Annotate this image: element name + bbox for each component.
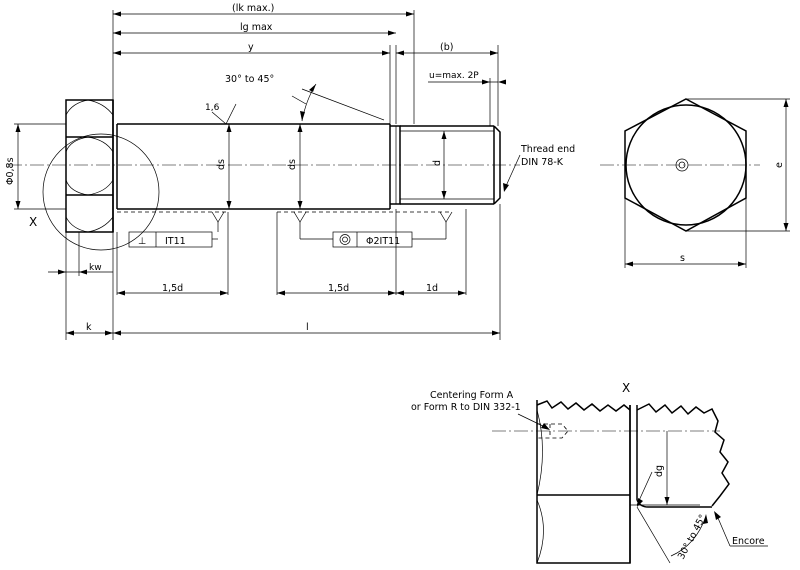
ds-label-2: ds	[287, 159, 298, 170]
s-label: s	[680, 253, 685, 264]
angle-bottom-label: 30° to 45°	[676, 513, 709, 562]
detail-x-label: X	[29, 215, 37, 229]
angle-top-label: 30° to 45°	[225, 74, 274, 85]
dim-15d-b-label: 1,5d	[328, 283, 349, 294]
kw-label: kw	[89, 263, 102, 273]
bolt-head	[65, 99, 118, 233]
d-label: d	[432, 160, 443, 166]
u-label: u=max. 2P	[429, 71, 479, 81]
thread-end-label-1: Thread end	[520, 144, 575, 155]
lg-max-label: lg max	[240, 22, 273, 33]
dim-1d-label: 1d	[426, 283, 438, 294]
centering-label-2: or Form R to DIN 332-1	[411, 402, 521, 413]
centering-label-1: Centering Form A	[430, 390, 514, 401]
tol2-value: Φ2IT11	[366, 236, 400, 247]
y-label: y	[248, 42, 254, 53]
k-label: k	[86, 322, 92, 333]
e-label: e	[774, 162, 785, 168]
bolt-end-view: e s	[600, 98, 790, 268]
dg-label: dg	[654, 465, 665, 477]
b-label: (b)	[440, 42, 453, 53]
phi-08s-label: Φ0,8s	[5, 157, 16, 185]
tol1-symbol: ⊥	[138, 236, 146, 247]
roughness-label: 1,6	[205, 103, 220, 113]
tol1-value: IT11	[165, 236, 186, 247]
lk-max-label: (lk max.)	[232, 3, 274, 14]
l-label: l	[306, 322, 309, 333]
bolt-side-view: X ds ds d 1,6 Φ0,8s Thread end DIN 78-K …	[5, 3, 575, 340]
dim-15d-a-label: 1,5d	[162, 283, 183, 294]
thread-end-label-2: DIN 78-K	[521, 157, 564, 168]
tolerance-frame-concentricity: Φ2IT11	[277, 211, 453, 248]
encore-label: Encore	[732, 536, 765, 547]
ds-label-1: ds	[216, 159, 227, 170]
bolt-shank	[117, 123, 391, 210]
detail-x-circle	[42, 133, 160, 251]
detail-x-view: X Centering Form A or Form R to DIN 332-…	[411, 381, 768, 564]
tolerance-frame-perpendicularity: ⊥ IT11	[117, 211, 228, 248]
detail-x-title: X	[622, 381, 630, 395]
